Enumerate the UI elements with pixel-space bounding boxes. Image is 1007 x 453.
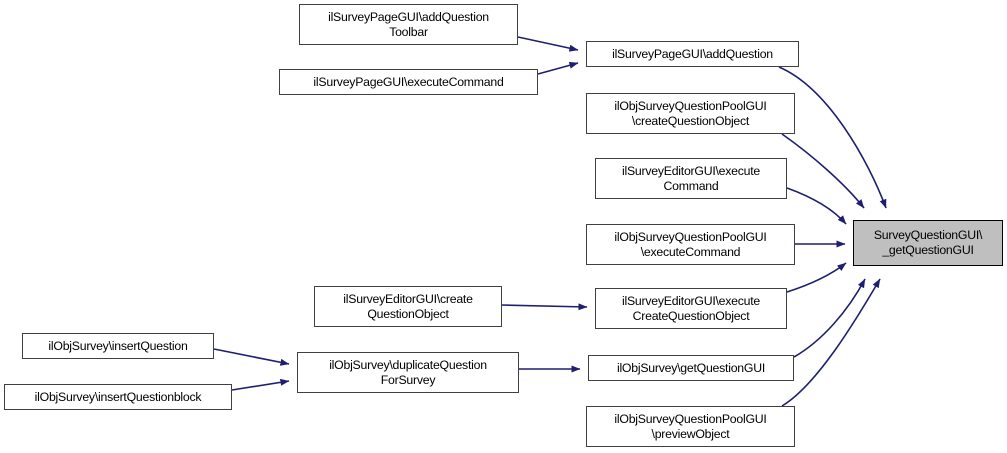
edge-addQuestion-target — [778, 66, 887, 209]
node-ilObjSurveyQuestionPoolGUI-executeCommand[interactable]: ilObjSurveyQuestionPoolGUI \executeComma… — [586, 224, 795, 265]
node-ilSurveyPageGUI-addQuestion[interactable]: ilSurveyPageGUI\addQuestion — [586, 41, 799, 67]
node-ilObjSurvey-insertQuestionblock[interactable]: ilObjSurvey\insertQuestionblock — [4, 384, 232, 410]
node-label: ilObjSurveyQuestionPoolGUI \previewObjec… — [614, 411, 767, 441]
edge-executeCommandPage-addQuestion — [537, 61, 579, 75]
edge-previewObject-target — [781, 278, 881, 407]
edge-insertQuestionblock-duplicateQuestionForSurvey — [231, 378, 290, 391]
node-SurveyQuestionGUI-getQuestionGUI-current[interactable]: SurveyQuestionGUI\ _getQuestionGUI — [853, 220, 1003, 266]
node-label: ilObjSurveyQuestionPoolGUI \executeComma… — [614, 229, 767, 259]
node-ilObjSurvey-insertQuestion[interactable]: ilObjSurvey\insertQuestion — [22, 333, 214, 359]
node-ilObjSurvey-duplicateQuestionForSurvey[interactable]: ilObjSurvey\duplicateQuestion ForSurvey — [297, 352, 519, 393]
node-ilSurveyEditorGUI-executeCommand[interactable]: ilSurveyEditorGUI\execute Command — [595, 158, 787, 199]
node-ilObjSurveyQuestionPoolGUI-previewObject[interactable]: ilObjSurveyQuestionPoolGUI \previewObjec… — [586, 406, 795, 447]
node-ilSurveyPageGUI-addQuestionToolbar[interactable]: ilSurveyPageGUI\addQuestion Toolbar — [299, 4, 518, 45]
node-label: ilSurveyPageGUI\executeCommand — [313, 74, 504, 89]
edge-executeCreateQuestionObject-target — [786, 262, 847, 293]
node-ilSurveyEditorGUI-createQuestionObject[interactable]: ilSurveyEditorGUI\create QuestionObject — [314, 286, 502, 327]
edge-createQuestionObjectEditor-executeCreateQuestionObject — [501, 303, 588, 311]
edge-executeCommandEditor-target — [786, 187, 847, 225]
node-label: ilObjSurvey\insertQuestionblock — [34, 389, 202, 404]
node-label: ilSurveyEditorGUI\execute Command — [621, 163, 761, 193]
edge-getQuestionGUI-target — [793, 278, 866, 358]
node-label: ilSurveyEditorGUI\execute CreateQuestion… — [621, 293, 761, 323]
node-ilObjSurveyQuestionPoolGUI-createQuestionObject[interactable]: ilObjSurveyQuestionPoolGUI \createQuesti… — [586, 93, 795, 134]
node-label: ilSurveyEditorGUI\create QuestionObject — [343, 291, 473, 321]
node-label: ilSurveyPageGUI\addQuestion — [612, 46, 773, 61]
node-ilSurveyPageGUI-executeCommand[interactable]: ilSurveyPageGUI\executeCommand — [279, 69, 538, 95]
node-label: ilObjSurvey\duplicateQuestion ForSurvey — [329, 357, 487, 387]
edge-addQuestionToolbar-addQuestion — [517, 36, 579, 52]
node-label: ilObjSurveyQuestionPoolGUI \createQuesti… — [614, 98, 767, 128]
node-label: SurveyQuestionGUI\ _getQuestionGUI — [873, 228, 983, 257]
node-label: ilObjSurvey\getQuestionGUI — [616, 360, 766, 375]
node-label: ilObjSurvey\insertQuestion — [48, 338, 188, 353]
edge-createQuestionObjectPool-target — [781, 133, 865, 209]
node-ilObjSurvey-getQuestionGUI[interactable]: ilObjSurvey\getQuestionGUI — [588, 355, 794, 381]
node-ilSurveyEditorGUI-executeCreateQuestionObject[interactable]: ilSurveyEditorGUI\execute CreateQuestion… — [595, 288, 787, 329]
node-label: ilSurveyPageGUI\addQuestion Toolbar — [328, 9, 489, 39]
edge-insertQuestion-duplicateQuestionForSurvey — [213, 348, 290, 366]
